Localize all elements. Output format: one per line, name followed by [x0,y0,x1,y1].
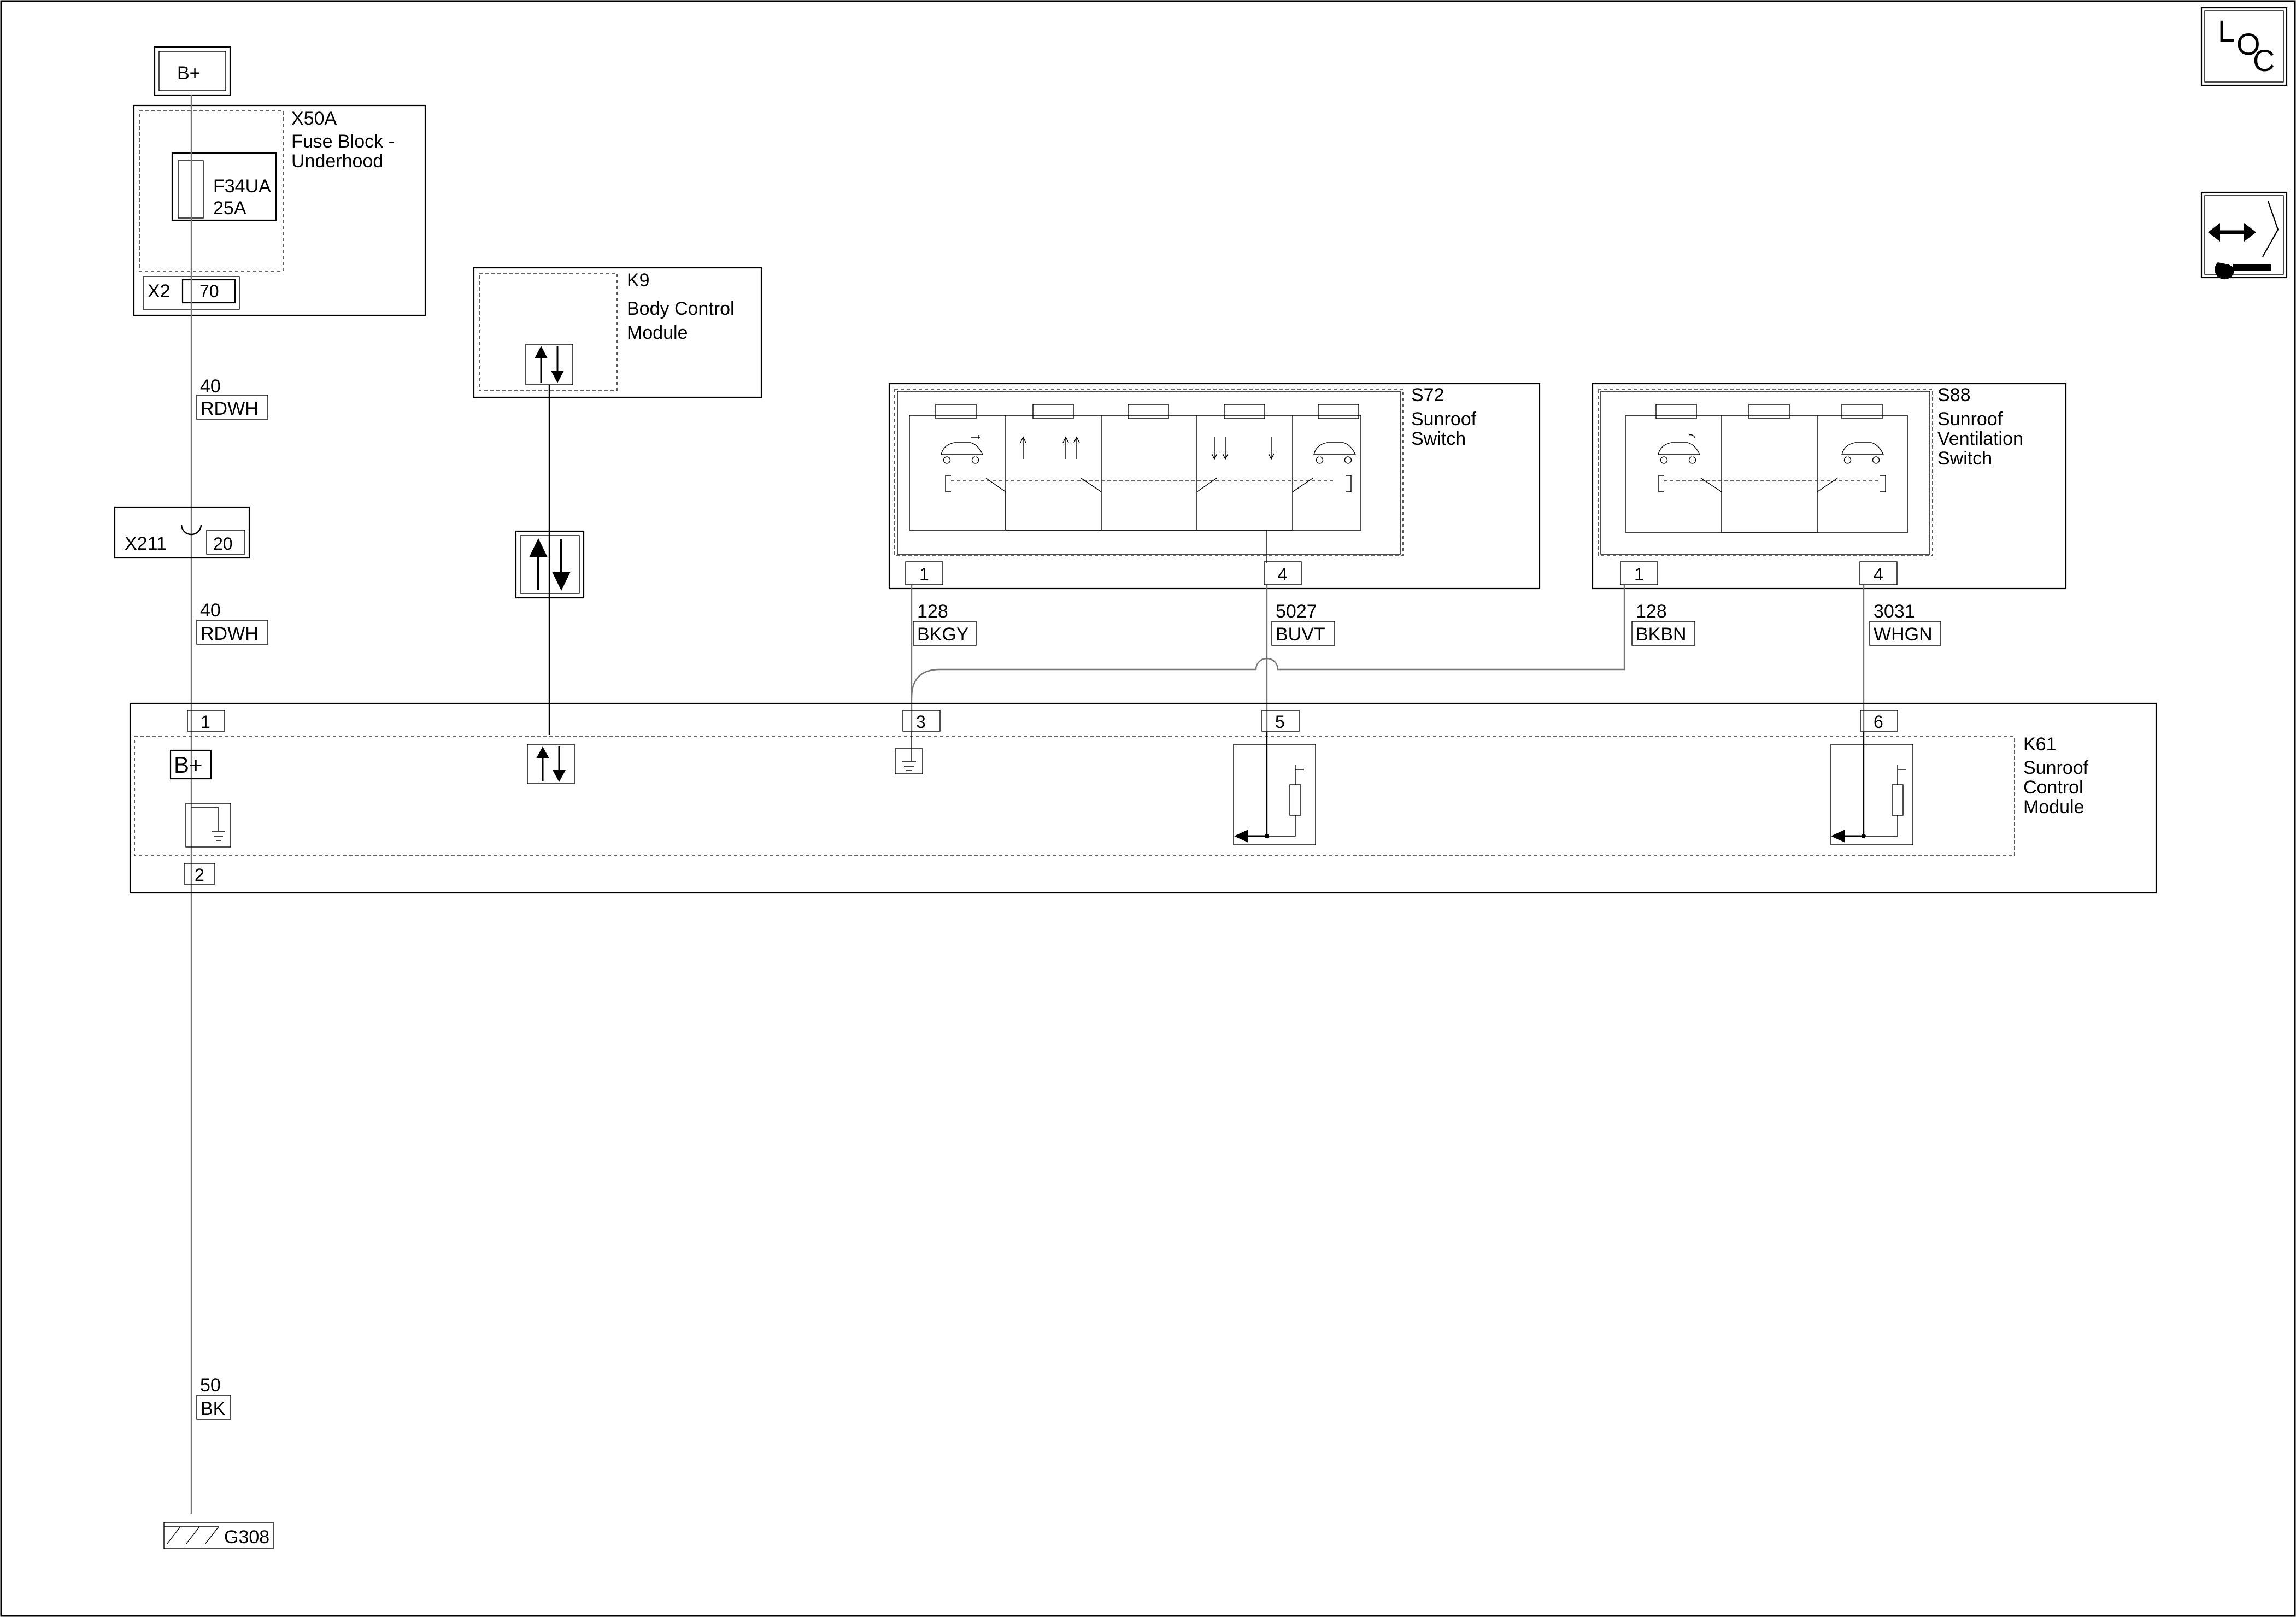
s88-lamp-3 [1841,404,1883,419]
s72-id: S72 [1411,385,1444,405]
serial-data-up-arrow [529,538,548,557]
s88-pin-4: 4 [1874,565,1883,584]
serial-data-inline-symbol [515,530,585,599]
wire-label-whgn: 3031 WHGN [1869,601,1941,646]
ground-g308: G308 [163,1522,274,1549]
serial-data-down-arrow [552,572,571,591]
k61-pin-3: 3 [916,712,926,732]
wire-label-bkbn: 128 BKBN [1631,601,1695,646]
s72-close-arrows-icon [1211,437,1275,460]
wire-circuit-50: 50 [200,1375,221,1396]
inline-connector-pin: 20 [213,534,233,554]
s88-name-2: Ventilation [1937,428,2023,449]
k61-pin6-input-circuit [1830,732,1913,845]
sunroof-switch-s72: S72 Sunroof Switch [888,383,1541,590]
wire-s88-pin1-ground[interactable] [911,585,1625,698]
wire-circuit-40-upper: 40 [200,376,221,397]
s88-lamp-1 [1655,404,1697,419]
wire-circuit-40-lower: 40 [200,600,221,621]
k61-id: K61 [2023,734,2057,755]
k61-ground-icon [185,803,231,848]
wire-color-bkgy: BKGY [917,624,968,645]
inline-connector-x211: X211 20 [114,506,250,559]
loc-icon[interactable]: L O C [2200,7,2288,86]
k61-name-1: Sunroof [2023,757,2089,778]
s72-lamp-4 [1224,404,1265,419]
s72-name-2: Switch [1411,428,1466,449]
ground-id: G308 [224,1527,269,1548]
wire-circuit-128-bkgy: 128 [917,601,948,622]
s72-lamp-1 [935,404,977,419]
wire-circuit-3031: 3031 [1874,601,1915,622]
wire-color-bkbn: BKBN [1636,624,1687,645]
k61-name-2: Control [2023,777,2083,798]
s88-pin-1: 1 [1634,565,1644,584]
wire-label-buvt: 5027 BUVT [1271,601,1335,646]
fuse-id: F34UA [213,176,271,197]
wire-color-rdwh-lower: RDWH [201,624,259,644]
k61-pin3-ground-icon [895,732,923,774]
s88-close-car-icon [1841,442,1884,464]
bcm-data-down-arrow [551,371,564,383]
k61-pin-1: 1 [201,712,210,732]
k61-pin5-input-circuit [1233,732,1316,845]
wire-color-buvt: BUVT [1276,624,1325,645]
fuse-block-name-2: Underhood [291,151,383,172]
s72-lamp-2 [1032,404,1074,419]
s88-name-1: Sunroof [1937,409,2003,430]
loc-letter-l: L [2218,14,2235,48]
wire-color-whgn: WHGN [1874,624,1933,645]
fuse-block-id: X50A [291,108,337,129]
wire-label-rdwh-lower: 40 RDWH [196,600,268,645]
loc-letter-c: C [2253,43,2275,78]
fuse-block-name-1: Fuse Block - [291,131,395,152]
s88-lamp-2 [1748,404,1790,419]
sunroof-control-module-k61: K61 Sunroof Control Module 1 3 5 6 2 B+ [129,702,2157,894]
fuse-rating: 25A [213,198,246,219]
bcm-id: K9 [627,270,650,291]
k61-name-3: Module [2023,797,2084,818]
wire-color-bk: BK [201,1398,226,1419]
wire-circuit-5027: 5027 [1276,601,1317,622]
s72-close-car-icon [1313,442,1357,464]
battery-power-source: B+ [154,46,231,96]
wire-color-rdwh-upper: RDWH [201,398,259,419]
wire-label-rdwh-upper: 40 RDWH [196,376,268,420]
fuse-connector-id: X2 [148,281,171,302]
s72-name-1: Sunroof [1411,409,1477,430]
k61-serial-data-icon [527,744,575,784]
s72-pin-1: 1 [919,565,929,584]
s72-pin-4: 4 [1278,565,1288,584]
s72-vent-car-icon [941,435,984,464]
s72-lamp-3 [1128,404,1169,419]
body-control-module-k9: K9 Body Control Module [473,267,762,398]
battery-label: B+ [177,63,201,84]
s88-name-3: Switch [1937,448,1992,469]
fuse-connector-pin: 70 [199,281,219,301]
s88-tilt-car-icon [1658,434,1701,464]
bcm-data-up-arrow [535,346,548,358]
k61-pin-6: 6 [1874,712,1883,732]
s72-open-arrows-icon [1020,436,1080,459]
k61-pin-2: 2 [195,865,204,885]
wire-label-bk: 50 BK [196,1375,231,1420]
wrench-connector-icon[interactable] [2200,191,2288,280]
wire-circuit-128-bkbn: 128 [1636,601,1667,622]
s88-id: S88 [1937,385,1971,405]
ground-hatch-icon [164,1526,219,1545]
inline-connector-id: X211 [125,533,167,554]
wire-label-bkgy: 128 BKGY [913,601,977,646]
bcm-name-2: Module [627,322,688,343]
loc-letter-o: O [2236,27,2260,61]
sunroof-ventilation-switch-s88: S88 Sunroof Ventilation Switch 1 4 [1592,383,2067,590]
k61-power-label: B+ [174,752,203,778]
s72-lamp-5 [1318,404,1359,419]
fuse-block-x50a: X50A Fuse Block - Underhood F34UA 25A X2… [133,104,426,316]
k61-pin-5: 5 [1275,712,1285,732]
bcm-name-1: Body Control [627,298,735,319]
